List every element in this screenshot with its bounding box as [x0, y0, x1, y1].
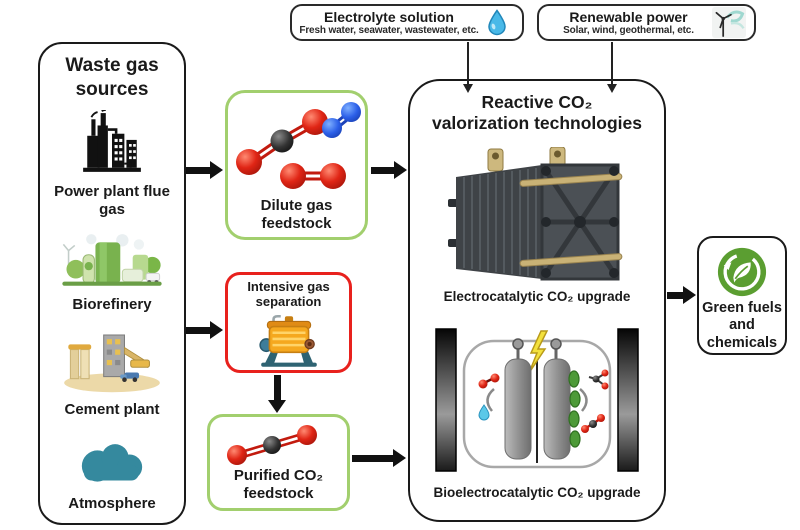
- reactor-title: Reactive CO₂ valorization technologies: [410, 92, 664, 134]
- electrolyte-solution-box: Electrolyte solution Fresh water, seawat…: [290, 4, 524, 41]
- dilute-gas-label: Dilute gas feedstock: [260, 197, 333, 232]
- renewable-power-box: Renewable power Solar, wind, geothermal,…: [537, 4, 756, 41]
- intensive-gas-separation-box: Intensive gas separation: [225, 272, 352, 373]
- intensive-gas-label: Intensive gas separation: [247, 279, 330, 309]
- biorefinery-icon: [40, 232, 184, 292]
- bioelectrocatalytic-label: Bioelectrocatalytic CO₂ upgrade: [433, 485, 641, 500]
- reactive-co2-valorization-box: Reactive CO₂ valorization technologies: [408, 79, 666, 522]
- waste-gas-title: Waste gas sources: [65, 55, 159, 100]
- power-plant-icon: [40, 110, 184, 176]
- renewable-subtitle: Solar, wind, geothermal, etc.: [563, 24, 694, 36]
- co2-molecule-icon: [222, 422, 334, 473]
- arrow-waste-to-separation: [186, 320, 223, 340]
- atmosphere-label: Atmosphere: [68, 495, 156, 512]
- electrocatalytic-label: Electrocatalytic CO₂ upgrade: [443, 289, 631, 304]
- electrolyzer-stack-icon: [410, 147, 664, 285]
- purified-co2-label: Purified CO₂ feedstock: [233, 467, 324, 502]
- cloud-icon: [40, 440, 184, 492]
- renewable-title: Renewable power: [569, 8, 688, 25]
- green-fuels-label: Green fuels and chemicals: [702, 300, 782, 351]
- wind-turbine-icon: [712, 7, 746, 38]
- bioreactor-cell-icon: [410, 327, 664, 477]
- arrow-purified-to-reactor: [352, 448, 406, 468]
- arrow-waste-to-dilute: [186, 160, 223, 180]
- electrolyte-subtitle: Fresh water, seawater, wastewater, etc.: [299, 24, 479, 36]
- purified-co2-feedstock-box: Purified CO₂ feedstock: [207, 414, 350, 511]
- green-fuels-box: Green fuels and chemicals: [697, 236, 787, 355]
- electrolyte-text: Electrolyte solution Fresh water, seawat…: [298, 9, 480, 37]
- arrow-electrolyte-to-reactor: [462, 42, 474, 93]
- arrow-renewable-to-reactor: [606, 42, 618, 93]
- separator-machine-icon: [228, 313, 349, 369]
- dilute-gas-feedstock-box: Dilute gas feedstock: [225, 90, 368, 240]
- electrolyte-title: Electrolyte solution: [324, 8, 454, 25]
- reactor-title-line2: valorization technologies: [431, 113, 643, 133]
- arrow-reactor-to-output: [667, 285, 696, 305]
- waste-gas-sources-box: Waste gas sources: [38, 42, 186, 525]
- arrow-dilute-to-reactor: [371, 160, 407, 180]
- cement-plant-icon: [40, 328, 184, 394]
- power-plant-label: Power plant flue gas: [54, 183, 170, 219]
- eco-leaf-icon: [699, 246, 785, 298]
- arrow-separation-to-purified: [267, 375, 287, 413]
- water-drop-icon: [480, 9, 514, 36]
- reactor-title-line1: Reactive CO₂: [481, 92, 593, 112]
- gas-molecules-icon: [228, 97, 365, 193]
- biorefinery-label: Biorefinery: [72, 296, 152, 313]
- cement-plant-label: Cement plant: [64, 401, 160, 418]
- renewable-text: Renewable power Solar, wind, geothermal,…: [545, 9, 712, 37]
